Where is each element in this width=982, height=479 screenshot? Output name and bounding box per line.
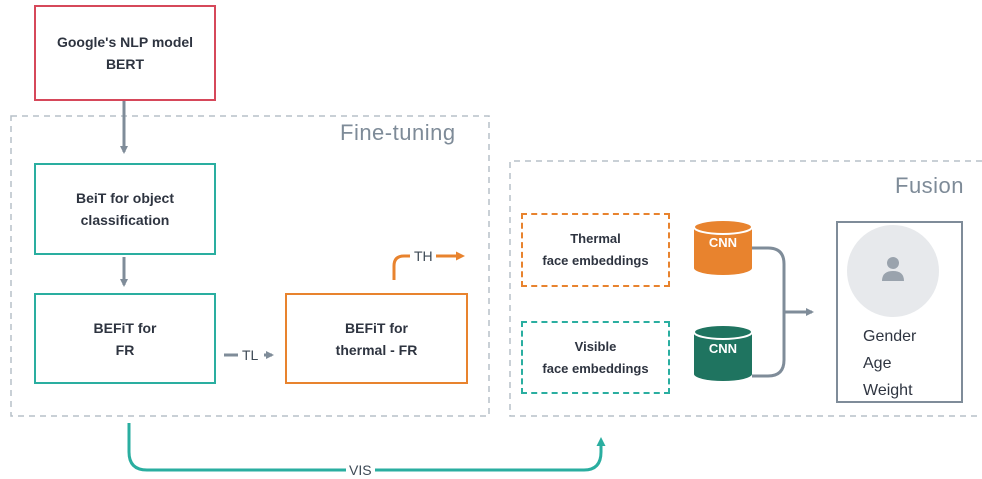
- beit-node: BeiT for object classification: [34, 163, 216, 255]
- cnn-bottom-label: CNN: [708, 341, 738, 356]
- visible-embeddings-node: Visible face embeddings: [521, 321, 670, 394]
- befit-thermal-line2: thermal - FR: [335, 341, 418, 358]
- output-node: Gender Age Weight: [836, 221, 963, 403]
- th-arrow-curve: [392, 254, 410, 280]
- fine-tuning-title: Fine-tuning: [340, 120, 456, 145]
- beit-line1: BeiT for object: [75, 190, 174, 206]
- th-label: TH: [411, 248, 436, 264]
- cnn-top-connector: [752, 246, 786, 378]
- thermal-embeddings-node: Thermal face embeddings: [521, 213, 670, 287]
- befit-thermal-line1: BEFiT for: [345, 319, 408, 336]
- beit-line2: classification: [80, 212, 170, 228]
- output-gender: Gender: [863, 328, 917, 345]
- cnn-top-cylinder: [693, 219, 753, 275]
- bert-node: Google's NLP model BERT: [34, 5, 216, 101]
- befit-fr-line1: BEFiT for: [93, 319, 157, 336]
- fusion-region: [509, 160, 982, 417]
- bert-line1: Google's NLP model: [56, 34, 194, 50]
- thermal-emb-line1: Thermal: [570, 231, 621, 246]
- tl-label: TL: [239, 347, 262, 363]
- befit-fr-node: BEFiT for FR: [34, 293, 216, 384]
- befit-thermal-node: BEFiT for thermal - FR: [285, 293, 468, 384]
- cnn-bottom-cylinder: [693, 324, 753, 381]
- output-age: Age: [863, 355, 892, 372]
- visible-emb-line2: face embeddings: [542, 360, 649, 376]
- fine-tuning-region: [10, 115, 490, 417]
- person-icon: [882, 257, 904, 281]
- visible-emb-line1: Visible: [574, 338, 617, 354]
- output-attributes: Gender Age Weight: [863, 323, 916, 404]
- fusion-title: Fusion: [895, 173, 965, 198]
- befit-fr-line2: FR: [115, 341, 135, 358]
- cnn-top-label: CNN: [708, 235, 738, 250]
- vis-label: VIS: [346, 462, 375, 478]
- bert-line2: BERT: [105, 56, 145, 72]
- thermal-emb-line2: face embeddings: [542, 253, 649, 268]
- output-weight: Weight: [863, 382, 913, 399]
